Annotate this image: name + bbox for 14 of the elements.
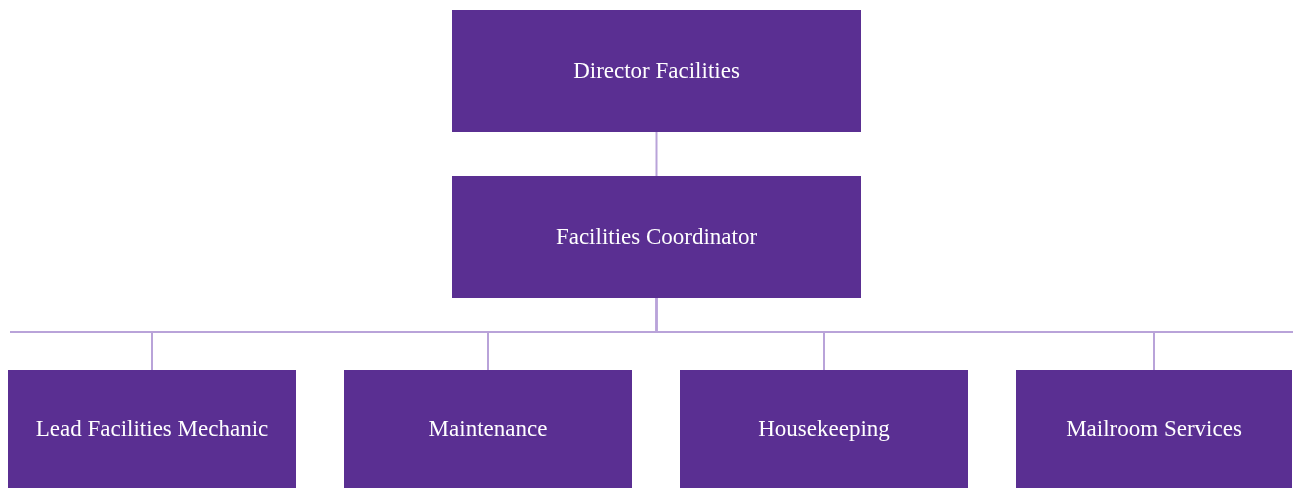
role-title: Director Facilities [573, 57, 740, 86]
org-box [680, 370, 968, 488]
org-box [452, 10, 861, 132]
role-title: Lead Facilities Mechanic [35, 415, 269, 444]
role-title: Housekeeping [758, 415, 890, 444]
org-box [8, 370, 296, 488]
connector-line [655, 131, 658, 177]
role-title: Maintenance [428, 415, 548, 444]
role-title: Mailroom Services [1066, 415, 1242, 444]
connector-line [655, 297, 1155, 371]
org-box [452, 176, 861, 298]
role-title: Facilities Coordinator [555, 223, 758, 252]
org-box [1016, 370, 1292, 488]
org-box [344, 370, 632, 488]
